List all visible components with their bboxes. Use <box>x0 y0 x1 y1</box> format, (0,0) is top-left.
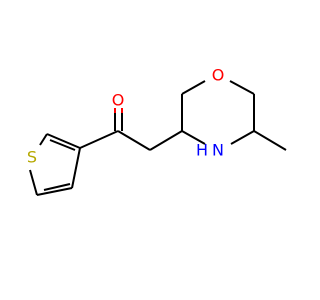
atom-hydrogen-on-nitrogen: H <box>196 141 208 160</box>
atom-sulfur: S <box>27 148 37 167</box>
bond-carbonyl-to-thiophene <box>79 130 119 149</box>
atom-oxygen-carbonyl: O <box>112 91 125 110</box>
structure-canvas: O S O N H <box>27 66 287 196</box>
bond-carbonyl-to-ch2 <box>117 130 151 151</box>
carbonyl-double-bond <box>114 108 123 131</box>
bond-ch2-to-ring-c3 <box>149 130 183 151</box>
thiophene-ring <box>29 133 81 196</box>
molecule-diagram: O S O N H <box>27 66 287 196</box>
morpholine-ring <box>181 80 287 151</box>
atom-nitrogen: N <box>212 141 224 160</box>
atom-oxygen-ring: O <box>212 66 225 85</box>
